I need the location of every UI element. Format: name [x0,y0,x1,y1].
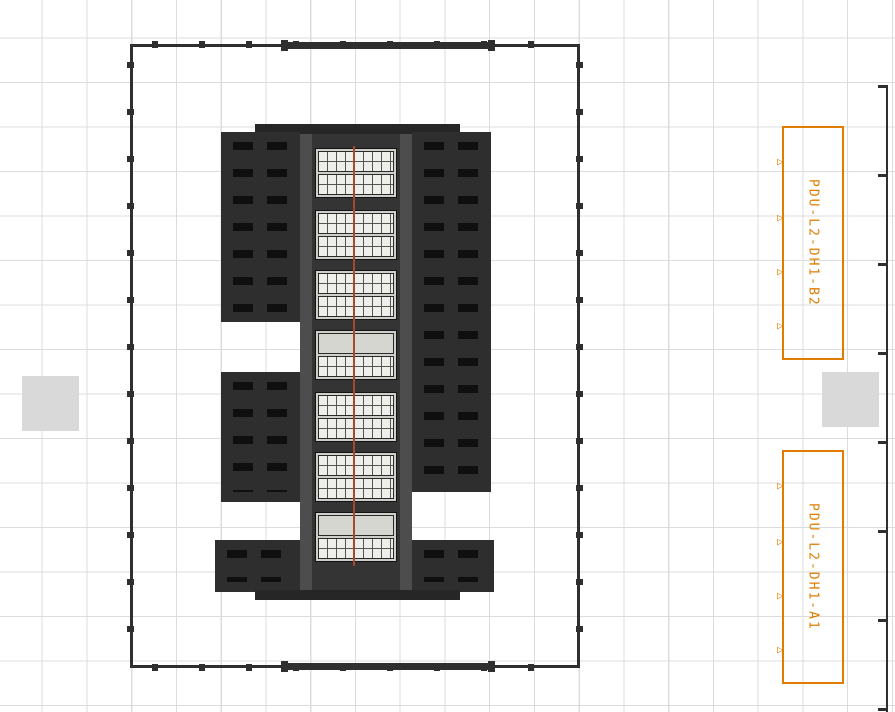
battery-module [315,148,397,198]
battery-cell-row [318,213,394,234]
battery-cell-row [318,356,394,377]
connection-marker-icon: ▷ [777,211,784,224]
battery-module [315,512,397,562]
rack-left-foot [215,540,300,592]
rack-slot-column [424,142,444,482]
connection-marker-icon: ▷ [777,265,784,278]
rack-left-upper [221,132,300,322]
battery-module-cover [318,515,394,536]
pdu-a1[interactable]: ▷ ▷ ▷ ▷ PDU-L2-DH1-A1 [777,450,844,684]
connection-marker-icon: ▷ [777,535,784,548]
rack-slot-column [267,142,287,312]
rack-slot-column [233,382,253,492]
connection-marker-icon: ▷ [777,319,784,332]
pdu-label: PDU-L2-DH1-B2 [805,179,821,307]
rack-rail-right [400,134,412,592]
center-conduit-line [353,146,355,566]
battery-module [315,330,397,380]
battery-cell-row [318,538,394,559]
right-ruler-ticks [878,85,888,712]
battery-cell-row [318,296,394,317]
wall-ticks-left [127,62,134,652]
battery-cell-row [318,151,394,172]
battery-cell-row [318,455,394,476]
rack-right-upper [412,132,491,492]
rack-slot-column [458,550,478,582]
battery-cell-row [318,478,394,499]
battery-module-cover [318,333,394,354]
connection-marker-icon: ▷ [777,479,784,492]
rack-slot-column [424,550,444,582]
battery-module [315,452,397,502]
rack-slot-column [227,550,247,582]
rack-slot-column [267,382,287,492]
right-equipment-pad[interactable] [822,372,879,427]
rack-rail-left [300,134,312,592]
battery-cell-row [318,395,394,416]
busway-bottom[interactable] [281,661,495,672]
rack-slot-column [458,142,478,482]
busway-top[interactable] [281,40,495,51]
battery-string-column [312,134,400,592]
battery-module [315,392,397,442]
connection-marker-icon: ▷ [777,643,784,656]
connection-marker-icon: ▷ [777,589,784,602]
left-equipment-pad[interactable] [22,376,79,431]
battery-module [315,210,397,260]
rack-left-lower [221,372,300,502]
pdu-b2[interactable]: ▷ ▷ ▷ ▷ PDU-L2-DH1-B2 [777,126,844,360]
battery-cell-row [318,418,394,439]
wall-ticks-right [576,62,583,652]
connection-marker-icon: ▷ [777,155,784,168]
battery-module [315,270,397,320]
battery-cell-row [318,174,394,195]
battery-cell-row [318,273,394,294]
rack-right-foot [412,540,494,592]
rack-slot-column [261,550,281,582]
equipment-cluster[interactable] [215,124,497,600]
pdu-label: PDU-L2-DH1-A1 [805,503,821,631]
cluster-bottom-cap [255,590,460,600]
cluster-top-cap [255,124,460,135]
battery-cell-row [318,236,394,257]
rack-slot-column [233,142,253,312]
